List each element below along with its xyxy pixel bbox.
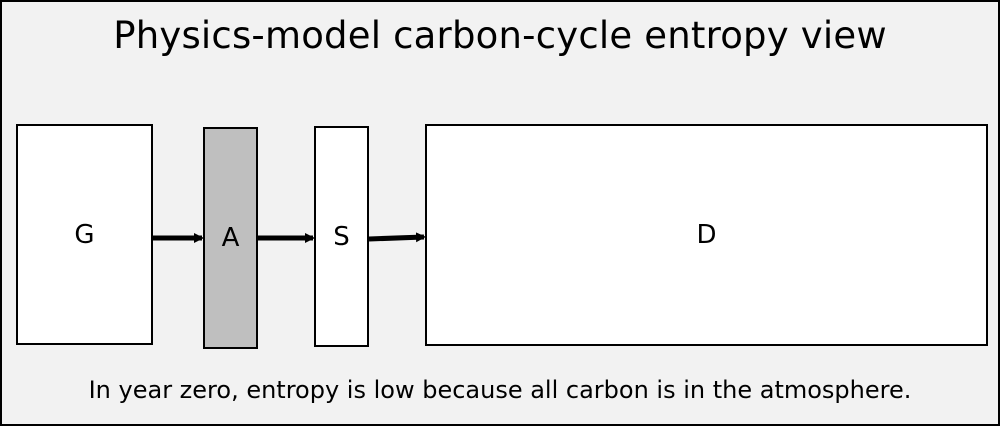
box-a: A [203, 127, 258, 349]
diagram-title: Physics-model carbon-cycle entropy view [113, 14, 887, 57]
arrow-s-to-d [368, 232, 426, 243]
box-s-label: S [333, 221, 350, 252]
box-a-label: A [221, 223, 240, 253]
diagram-caption: In year zero, entropy is low because all… [88, 376, 912, 404]
box-g-label: G [74, 219, 95, 250]
box-s: S [314, 126, 369, 347]
box-d: D [425, 124, 988, 346]
box-g: G [16, 124, 153, 345]
box-d-label: D [696, 220, 717, 250]
